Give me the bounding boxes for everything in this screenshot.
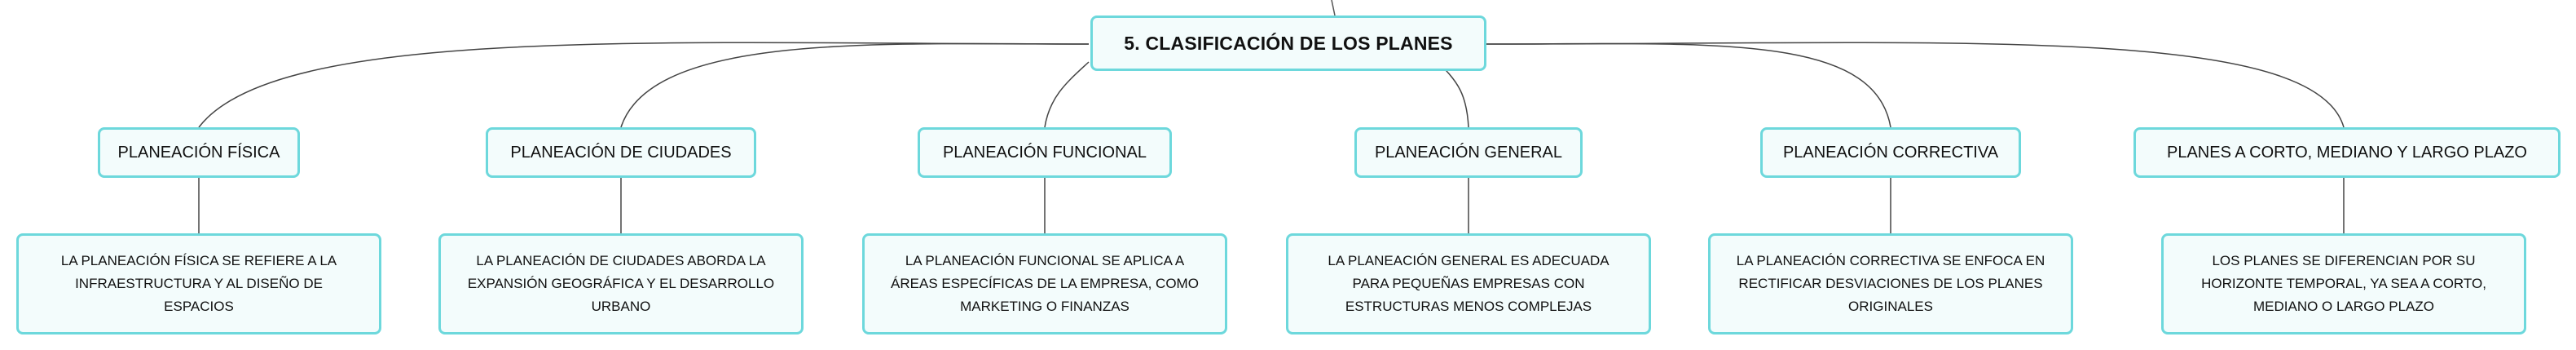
branch-planeacion-correctiva[interactable]: PLANEACIÓN CORRECTIVA xyxy=(1760,127,2021,178)
leaf-planeacion-correctiva[interactable]: LA PLANEACIÓN CORRECTIVA SE ENFOCA EN RE… xyxy=(1708,233,2073,334)
branch-planes-plazo[interactable]: PLANES A CORTO, MEDIANO Y LARGO PLAZO xyxy=(2133,127,2561,178)
leaf-planeacion-funcional[interactable]: LA PLANEACIÓN FUNCIONAL SE APLICA A ÁREA… xyxy=(862,233,1227,334)
leaf-planeacion-fisica[interactable]: LA PLANEACIÓN FÍSICA SE REFIERE A LA INF… xyxy=(16,233,381,334)
branch-planeacion-general[interactable]: PLANEACIÓN GENERAL xyxy=(1354,127,1583,178)
root-topic[interactable]: 5. CLASIFICACIÓN DE LOS PLANES xyxy=(1090,16,1486,71)
branch-planeacion-funcional[interactable]: PLANEACIÓN FUNCIONAL xyxy=(918,127,1172,178)
connector-root-to-planeacion-general xyxy=(1437,61,1469,128)
connector-root-to-planeacion-correctiva xyxy=(1484,42,1891,128)
branch-planeacion-fisica[interactable]: PLANEACIÓN FÍSICA xyxy=(98,127,300,178)
leaf-planeacion-general[interactable]: LA PLANEACIÓN GENERAL ES ADECUADA PARA P… xyxy=(1286,233,1651,334)
leaf-planeacion-de-ciudades[interactable]: LA PLANEACIÓN DE CIUDADES ABORDA LA EXPA… xyxy=(438,233,804,334)
connector-root-to-planeacion-fisica xyxy=(198,42,1090,128)
connector-parent-stub xyxy=(1331,0,1336,16)
connector-root-to-planeacion-funcional xyxy=(1044,61,1090,128)
connector-root-to-planeacion-de-ciudades xyxy=(620,42,1090,128)
leaf-planes-plazo[interactable]: LOS PLANES SE DIFERENCIAN POR SU HORIZON… xyxy=(2161,233,2526,334)
branch-planeacion-de-ciudades[interactable]: PLANEACIÓN DE CIUDADES xyxy=(486,127,756,178)
connector-root-to-planes-plazo xyxy=(1484,42,2345,128)
